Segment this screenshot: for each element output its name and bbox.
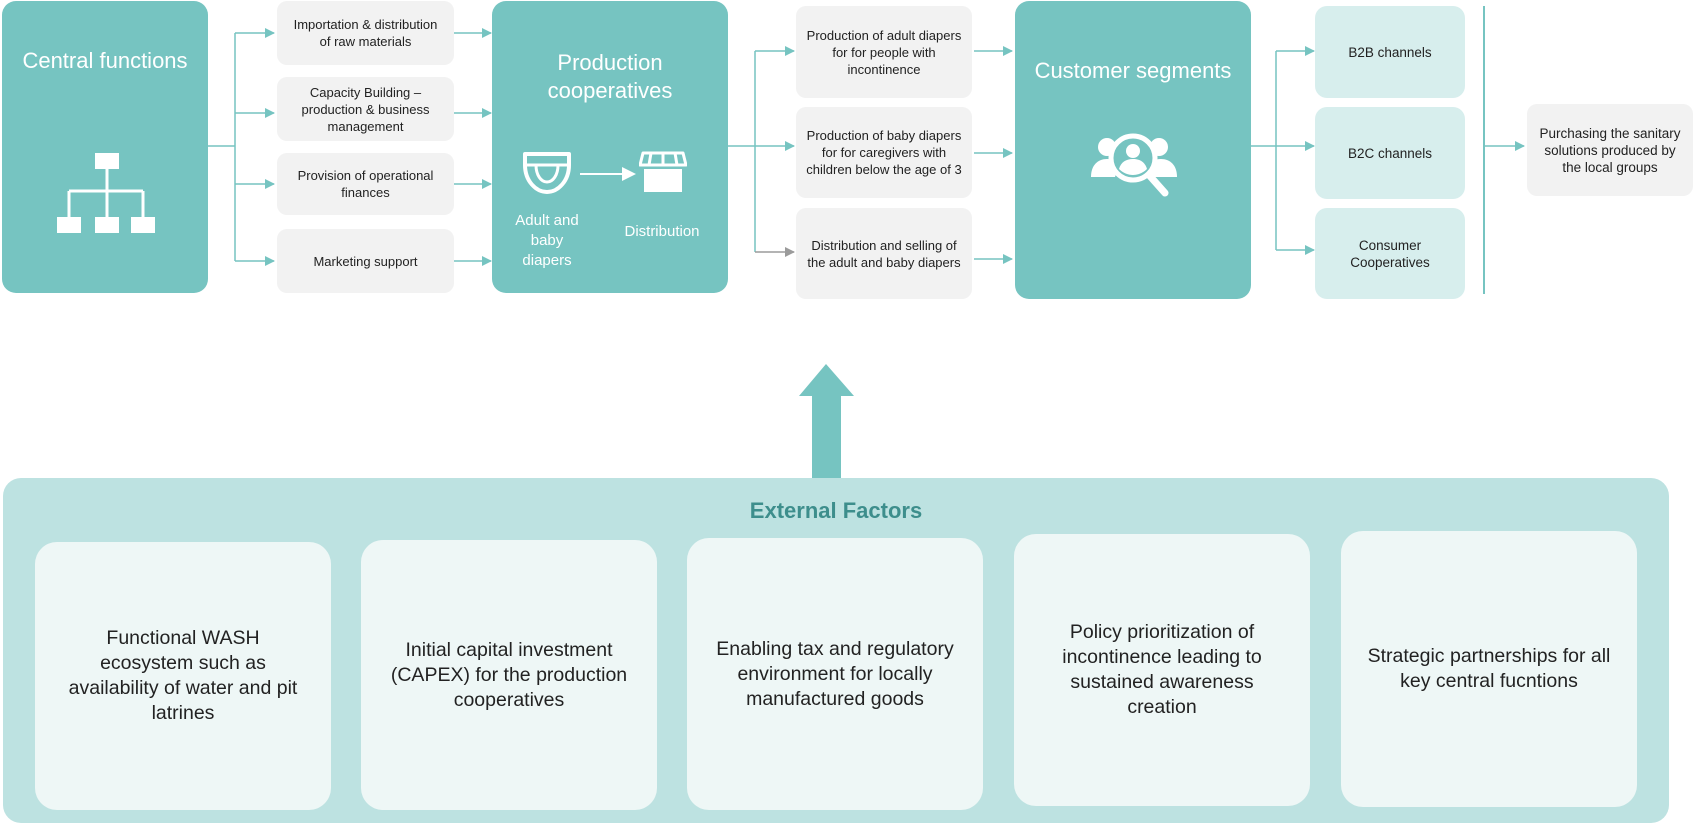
activity-distribution-selling: Distribution and selling of the adult an… [796, 208, 972, 299]
channel-consumer-cooperatives: Consumer Cooperatives [1315, 208, 1465, 299]
activity-baby-diapers: Production of baby diapers for for careg… [796, 107, 972, 198]
outcome-box: Purchasing the sanitary solutions produc… [1527, 104, 1693, 196]
activity-operational-finances: Provision of operational finances [277, 153, 454, 215]
customer-search-icon [1091, 133, 1177, 197]
production-cooperatives-title: Production cooperatives [547, 50, 673, 103]
diaper-icon [523, 152, 571, 194]
channel-b2c: B2C channels [1315, 107, 1465, 199]
adult-baby-diapers-label: Adult and baby diapers [515, 212, 579, 269]
external-factors-title: External Factors [749, 498, 923, 523]
external-factor-capex: Initial capital investment (CAPEX) for t… [361, 540, 657, 810]
activity-raw-materials: Importation & distribution of raw materi… [277, 1, 454, 65]
central-functions-box: Central functions [2, 1, 208, 293]
channel-b2b: B2B channels [1315, 6, 1465, 98]
external-factor-tax: Enabling tax and regulatory environment … [687, 538, 983, 810]
external-factor-wash: Functional WASH ecosystem such as availa… [35, 542, 331, 810]
org-chart-icon [57, 153, 155, 233]
activity-capacity-building: Capacity Building – production & busines… [277, 77, 454, 141]
distribution-label: Distribution [624, 223, 700, 240]
external-factors-panel: External Factors Functional WASH ecosyst… [3, 478, 1669, 823]
customer-segments-box: Customer segments [1015, 1, 1251, 299]
production-cooperatives-box: Production cooperatives Adult and baby d… [492, 1, 728, 293]
process-arrow-icon [580, 167, 636, 181]
activity-adult-diapers: Production of adult diapers for for peop… [796, 6, 972, 98]
activity-marketing-support: Marketing support [277, 229, 454, 293]
market-stall-icon [639, 151, 687, 192]
customer-segments-title: Customer segments [1034, 58, 1232, 83]
central-functions-title: Central functions [22, 48, 188, 73]
external-factor-partnerships: Strategic partnerships for all key centr… [1341, 531, 1637, 807]
external-factor-policy: Policy prioritization of incontinence le… [1014, 534, 1310, 806]
